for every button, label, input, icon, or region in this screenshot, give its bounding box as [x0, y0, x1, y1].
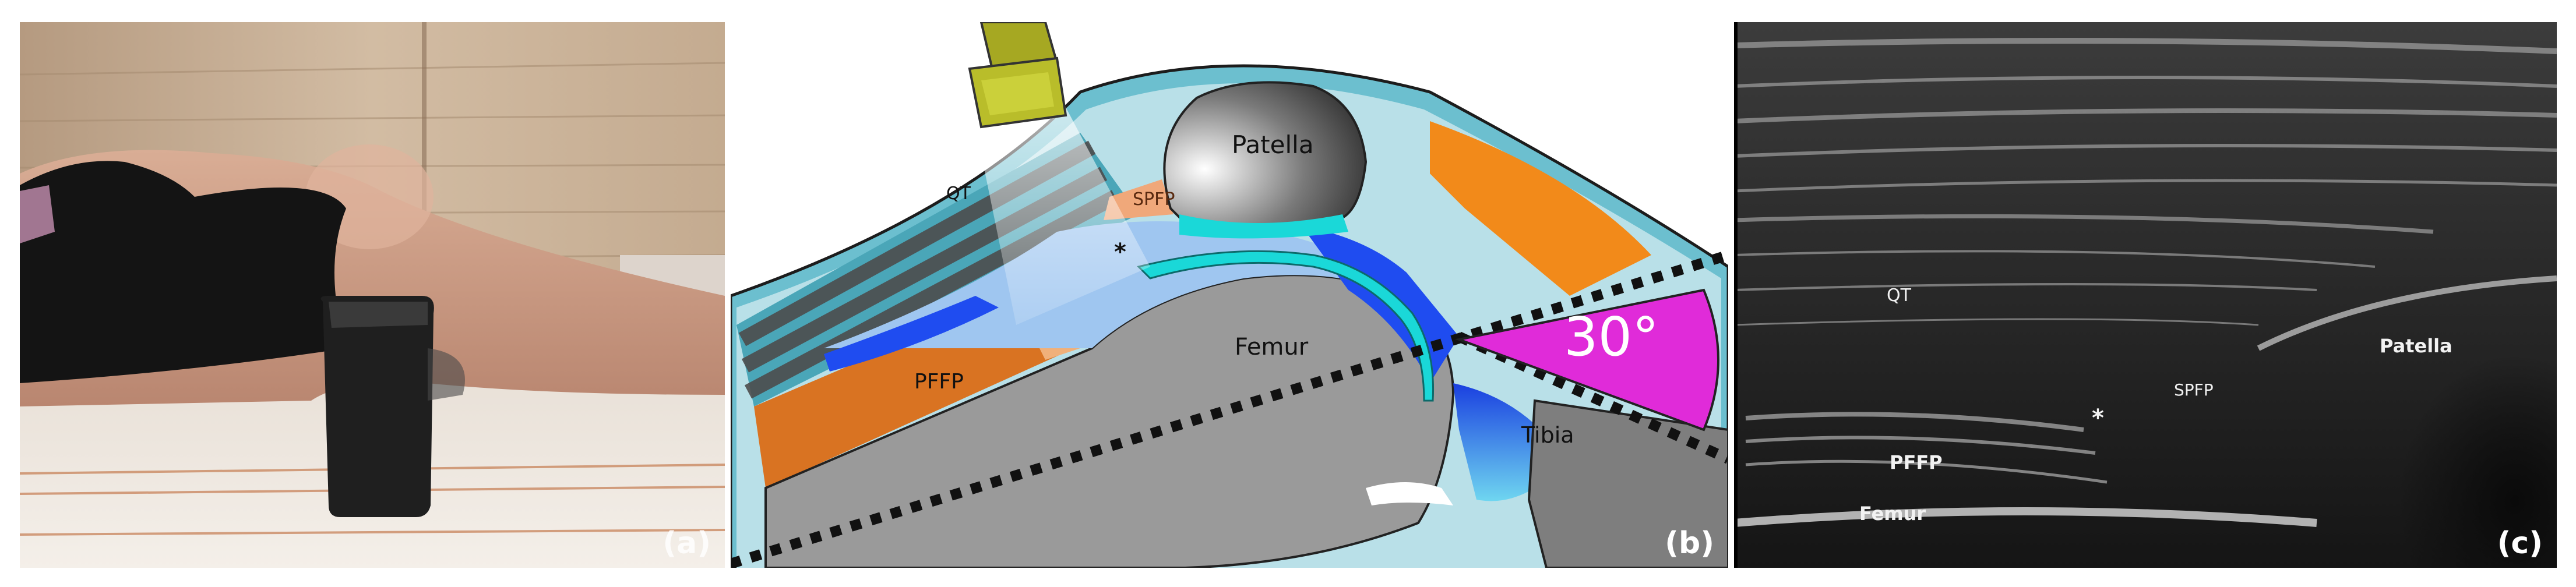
patellar-cartilage — [1179, 214, 1348, 239]
bolster-top-face — [329, 302, 428, 328]
flexion-angle-wedge — [1454, 288, 1719, 432]
panel-label-a: (a) — [662, 526, 711, 561]
label-asterisk: * — [2092, 405, 2104, 432]
label-femur: Femur — [1235, 334, 1309, 360]
black-shorts — [20, 161, 346, 383]
femur-axis-line — [731, 250, 1728, 568]
tibia-effusion — [1453, 383, 1541, 501]
label-spfp: SPFP — [2174, 380, 2214, 399]
label-patella: Patella — [1232, 130, 1314, 159]
anterior-fat-pad — [1430, 121, 1651, 296]
ultrasound-beam — [964, 69, 1150, 325]
knee-schematic — [731, 22, 1728, 568]
patella-acoustic-shadow — [2346, 302, 2557, 568]
label-pffp: PFFP — [1890, 451, 1943, 473]
panel-label-b: (b) — [1665, 526, 1714, 561]
bolster-side — [428, 348, 465, 401]
label-angle: 30° — [1564, 306, 1659, 368]
label-asterisk: * — [1114, 239, 1126, 266]
femur-cortex — [1734, 507, 2317, 527]
femoral-cartilage — [1137, 250, 1435, 402]
suprapatellar-fat-pad — [1104, 179, 1174, 220]
patella-surface — [2257, 275, 2557, 351]
tissue-layers — [1734, 38, 2557, 326]
label-femur: Femur — [1859, 503, 1926, 525]
ultrasound-image — [1734, 22, 2557, 568]
bolster-cushion — [320, 296, 434, 517]
label-pffp: PFFP — [914, 370, 964, 394]
shirt-edge — [20, 185, 55, 243]
panel-label-c: (c) — [2497, 526, 2543, 561]
diagram-panel-b: Patella QT SPFP * Femur PFFP Tibia 30° (… — [731, 22, 1728, 568]
label-qt: QT — [1887, 285, 1911, 306]
pffp-layers — [1745, 412, 2108, 484]
joint-space — [1366, 482, 1453, 505]
image-left-edge — [1734, 22, 1738, 568]
photo-panel-a: (a) — [20, 22, 725, 568]
label-spfp: SPFP — [1133, 189, 1175, 210]
ultrasound-probe — [968, 22, 1067, 129]
label-patella: Patella — [2380, 335, 2452, 357]
ultrasound-panel-c: QT Patella SPFP * PFFP Femur (c) — [1734, 22, 2557, 568]
knee-photo — [20, 22, 725, 568]
label-tibia: Tibia — [1521, 422, 1574, 448]
label-qt: QT — [946, 183, 971, 204]
joint-effusion-left — [824, 296, 999, 372]
